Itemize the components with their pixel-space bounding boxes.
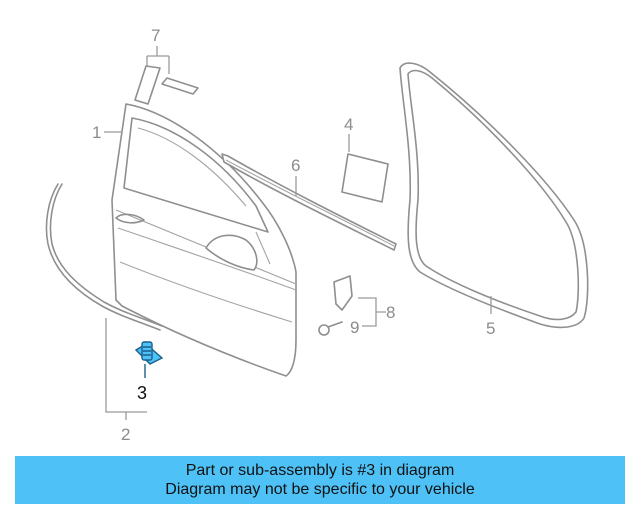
callout-6[interactable]: 6 bbox=[291, 156, 300, 196]
callout-3[interactable]: 3 bbox=[137, 364, 147, 403]
callout-9-label: 9 bbox=[350, 318, 359, 337]
part-1-front-door[interactable] bbox=[111, 103, 297, 377]
part-8-trim-cover[interactable] bbox=[333, 275, 353, 311]
part-7-pillar-trim[interactable] bbox=[134, 65, 199, 105]
callout-8-9[interactable]: 8 9 bbox=[350, 297, 395, 337]
callout-1[interactable]: 1 bbox=[92, 123, 122, 142]
callout-5-label: 5 bbox=[486, 319, 495, 338]
part-5-opening-seal[interactable] bbox=[399, 62, 589, 329]
callout-7-label: 7 bbox=[151, 26, 160, 45]
banner-part-note: Part or sub-assembly is #3 in diagram bbox=[185, 462, 455, 479]
callout-6-label: 6 bbox=[291, 156, 300, 175]
callout-2[interactable]: 2 bbox=[105, 318, 147, 444]
part-3-clip-highlighted[interactable] bbox=[134, 341, 164, 365]
callout-4-label: 4 bbox=[344, 115, 353, 134]
callout-3-label: 3 bbox=[137, 383, 147, 403]
callout-4[interactable]: 4 bbox=[344, 115, 353, 152]
info-banner: Part or sub-assembly is #3 in diagram Di… bbox=[15, 456, 625, 504]
callout-1-label: 1 bbox=[92, 123, 101, 142]
callout-2-label: 2 bbox=[121, 425, 130, 444]
callout-7[interactable]: 7 bbox=[146, 26, 170, 74]
part-4-applique[interactable] bbox=[341, 153, 389, 203]
callout-8-label: 8 bbox=[386, 303, 395, 322]
part-6-belt-moulding[interactable] bbox=[221, 153, 397, 251]
banner-disclaimer: Diagram may not be specific to your vehi… bbox=[165, 481, 475, 498]
parts-diagram: 7 1 2 3 6 bbox=[45, 26, 589, 444]
callout-5[interactable]: 5 bbox=[486, 296, 495, 338]
part-2-door-weatherstrip[interactable] bbox=[45, 183, 163, 331]
part-9-bolt[interactable] bbox=[318, 321, 343, 336]
